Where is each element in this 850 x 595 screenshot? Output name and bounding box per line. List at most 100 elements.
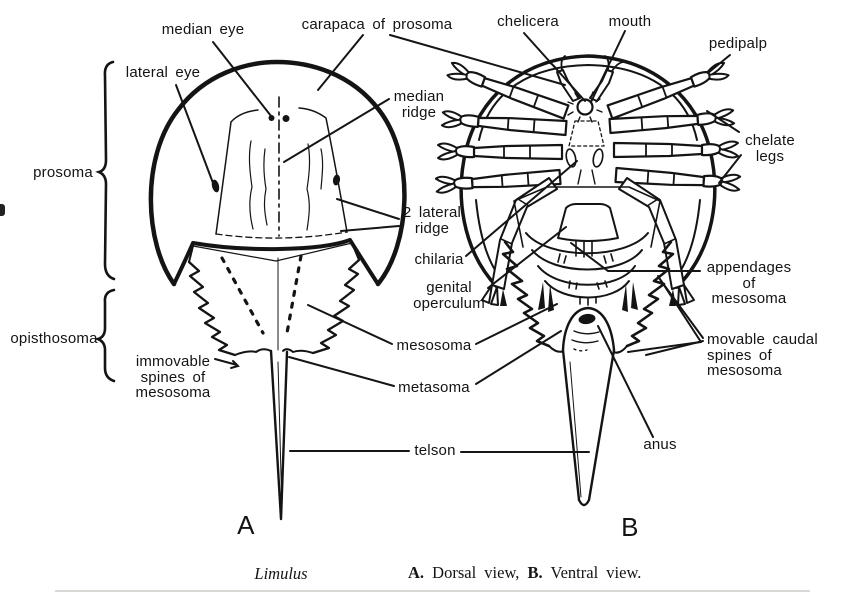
view-a-letter: A [237,510,255,540]
chilaria-right-shape [592,148,604,168]
pusher-foot-left [481,284,499,306]
leader-mesosoma-right [475,303,558,345]
leader-lateral-ridge-2 [340,225,400,232]
cardiac-bottom-dashed [215,231,348,239]
leader-chelate-legs-2 [718,154,742,184]
label-telson: telson [414,442,456,459]
scan-artifact-mark [0,204,5,216]
opisthosoma-side-left [188,245,272,356]
leader-chilaria [465,160,578,257]
label-pedipalp: pedipalp [708,35,768,52]
label-mesosoma: mesosoma [396,337,472,354]
pusher-leg-right [618,177,685,290]
label-prosoma: prosoma [33,164,93,181]
telson-b-base-hump [561,306,616,352]
telson-b-hatching [571,330,600,344]
mouth-circle [576,98,594,116]
telson-a-inner [277,361,283,513]
opisthosoma-brace [94,288,116,383]
chelate-leg-right-2 [612,140,740,159]
leader-immovable-spines [214,358,240,369]
median-eye-dot-left [268,115,275,121]
movable-spines-right [625,240,675,348]
movable-spines-left [501,240,551,348]
view-b-letter: B [621,512,639,542]
ventral-view-drawing [434,54,742,507]
label-movable-caudal-spines: movable caudal spines of mesosoma [707,331,818,379]
label-metasoma: metasoma [398,379,470,396]
caption-species-name: Limulus [254,564,308,583]
carapace-outline [148,59,407,287]
central-dashed-field [568,120,605,147]
label-immovable-spines: immovable spines of mesosoma [135,353,211,401]
braces [94,60,116,383]
leader-median-ridge [283,98,390,163]
leader-movable-spines-1 [658,277,704,339]
label-chilaria: chilaria [414,251,464,268]
pusher-foot-left-dark [500,289,507,306]
cardiac-ridge-right [298,107,348,233]
caption-a-text: Dorsal view, [424,563,528,582]
label-carapaca-of-prosoma: carapaca of prosoma [301,16,453,33]
dorsal-view-drawing [148,59,407,521]
leader-movable-spines-2 [645,340,704,356]
immovable-spines-right [311,258,361,355]
leader-anus [597,325,654,438]
leader-lines [175,30,742,453]
label-chelate-legs: chelate legs [745,132,795,165]
leader-genital-operculum [487,226,567,289]
prosoma-brace [95,60,116,281]
caption-b-text: Ventral view. [542,563,642,582]
gill-opercula-arcs [525,232,649,299]
label-median-ridge: median ridge [393,88,445,121]
telson-a [269,349,289,521]
leader-lateral-ridge-1 [336,198,400,220]
chilaria-left-shape [565,148,577,168]
label-median-eye: median eye [161,21,245,38]
opisthosoma-dotted-left [220,256,265,335]
anus-spot [578,313,596,325]
cardiac-ridge-left [215,109,259,235]
carapace-posterior-border [172,238,380,286]
leader-mouth [590,30,626,103]
median-eye-dot-right [282,115,290,122]
opisthosoma-dotted-right [285,254,303,335]
leader-pedipalp [707,54,731,74]
leader-chelate-legs-1 [706,110,740,133]
waist-plate-lines [513,186,661,248]
leader-lateral-eye [175,84,214,184]
carapace-wavy-lines [248,140,324,231]
scan-artifact-line [55,590,810,592]
opisthosoma-side-right [282,242,360,354]
label-2-lateral-ridge: 2 lateral ridge [402,204,462,237]
gill-tick-marks [557,253,614,306]
telson-b-inner [569,361,582,498]
lateral-eye-right [332,174,341,186]
leader-metasoma-left [288,356,395,387]
caption-views: A. Dorsal view, B. Ventral view. [408,563,641,583]
telson-b-hatching-dotted [573,348,588,352]
label-appendages-of-mesosoma: appendages of mesosoma [706,259,792,307]
leader-chelicera [523,32,586,102]
leader-median-eye [212,41,272,117]
telson-b [561,348,616,507]
chelate-leg-left-1 [440,109,568,137]
leader-metasoma-right [475,330,562,385]
pusher-foot-right [677,284,695,306]
mouth-hash-marks [567,91,603,123]
leader-appendages [570,242,701,272]
chelate-leg-left-2 [436,142,564,161]
label-lateral-eye: lateral eye [125,64,201,81]
immovable-spines-left [187,260,237,357]
leader-carapaca-right [389,34,566,86]
pusher-leg-right-joints [646,198,676,245]
label-mouth: mouth [608,13,652,30]
label-chelicera: chelicera [497,13,559,30]
caption-a-label: A. [408,563,425,582]
leader-mesosoma-left [307,304,393,345]
leader-carapaca-left [317,34,364,91]
opisthosoma-hinge-line [192,242,353,262]
chilaria-stems [577,169,596,185]
